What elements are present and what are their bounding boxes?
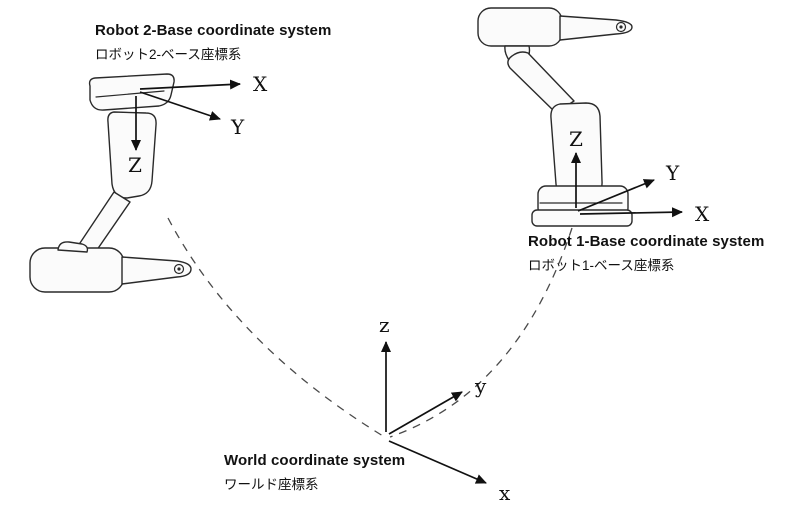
dashed-link-robot2-to-world: [167, 217, 384, 437]
robot2-label-block: Robot 2-Base coordinate system ロボット2-ベース…: [95, 22, 331, 63]
robot2-x-axis-label: X: [253, 72, 268, 96]
robot2-arm-drawing: [29, 73, 192, 293]
robot2-x-axis-arrow: [139, 79, 241, 90]
world-x-axis-label: x: [499, 481, 511, 505]
world-subtitle: ワールド座標系: [224, 477, 319, 492]
dashed-link-robot1-to-world: [389, 227, 573, 438]
robot1-label-block: Robot 1-Base coordinate system ロボット1-ベース…: [528, 233, 764, 274]
robot2-title: Robot 2-Base coordinate system: [95, 22, 332, 39]
world-title: World coordinate system: [224, 452, 406, 469]
robot2-y-axis-arrow: [139, 91, 221, 121]
robot1-x-axis-arrow: [579, 207, 683, 218]
robot2-z-axis-label: Z: [128, 153, 142, 177]
robot2-subtitle: ロボット2-ベース座標系: [95, 47, 242, 62]
world-label-block: World coordinate system ワールド座標系: [224, 452, 405, 493]
robot1-y-axis-arrow: [577, 179, 655, 212]
world-axes: z y x: [379, 313, 511, 505]
robot1-base-axes: Z Y X: [569, 127, 710, 226]
robot1-arm-drawing: [477, 7, 633, 227]
robot1-x-axis-label: X: [695, 202, 710, 226]
world-y-axis-arrow: [388, 391, 463, 435]
robot2-y-axis-label: Y: [230, 115, 245, 139]
robot1-subtitle: ロボット1-ベース座標系: [528, 258, 675, 273]
world-x-axis-arrow: [388, 440, 487, 484]
robot1-title: Robot 1-Base coordinate system: [528, 233, 765, 250]
robot1-y-axis-label: Y: [665, 161, 680, 185]
robot2-base-axes: X Y Z: [128, 72, 268, 177]
world-y-axis-label: y: [474, 374, 487, 398]
world-z-axis-label: z: [379, 313, 390, 337]
robot1-z-axis-label: Z: [569, 127, 583, 151]
